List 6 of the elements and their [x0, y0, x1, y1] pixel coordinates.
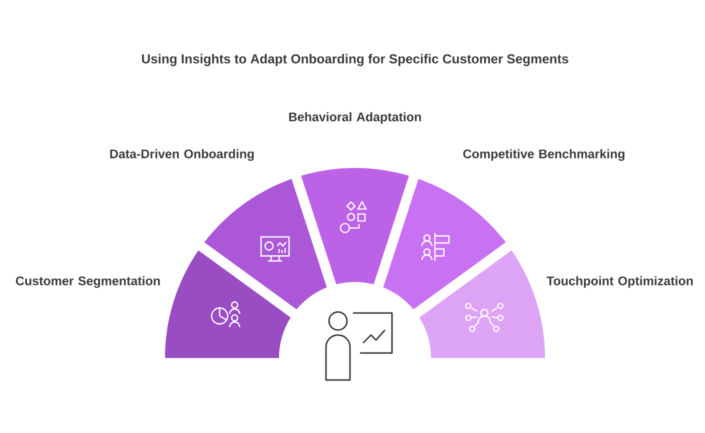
segment-label: Customer Segmentation: [16, 276, 160, 288]
segment-label: Competitive Benchmarking: [463, 149, 624, 161]
segment-label: Touchpoint Optimization: [546, 276, 693, 288]
segment-label: Behavioral Adaptation: [289, 112, 421, 124]
segment-label: Data-Driven Onboarding: [110, 149, 254, 161]
title: Using Insights to Adapt Onboarding for Specific Customer Segments: [142, 54, 568, 66]
